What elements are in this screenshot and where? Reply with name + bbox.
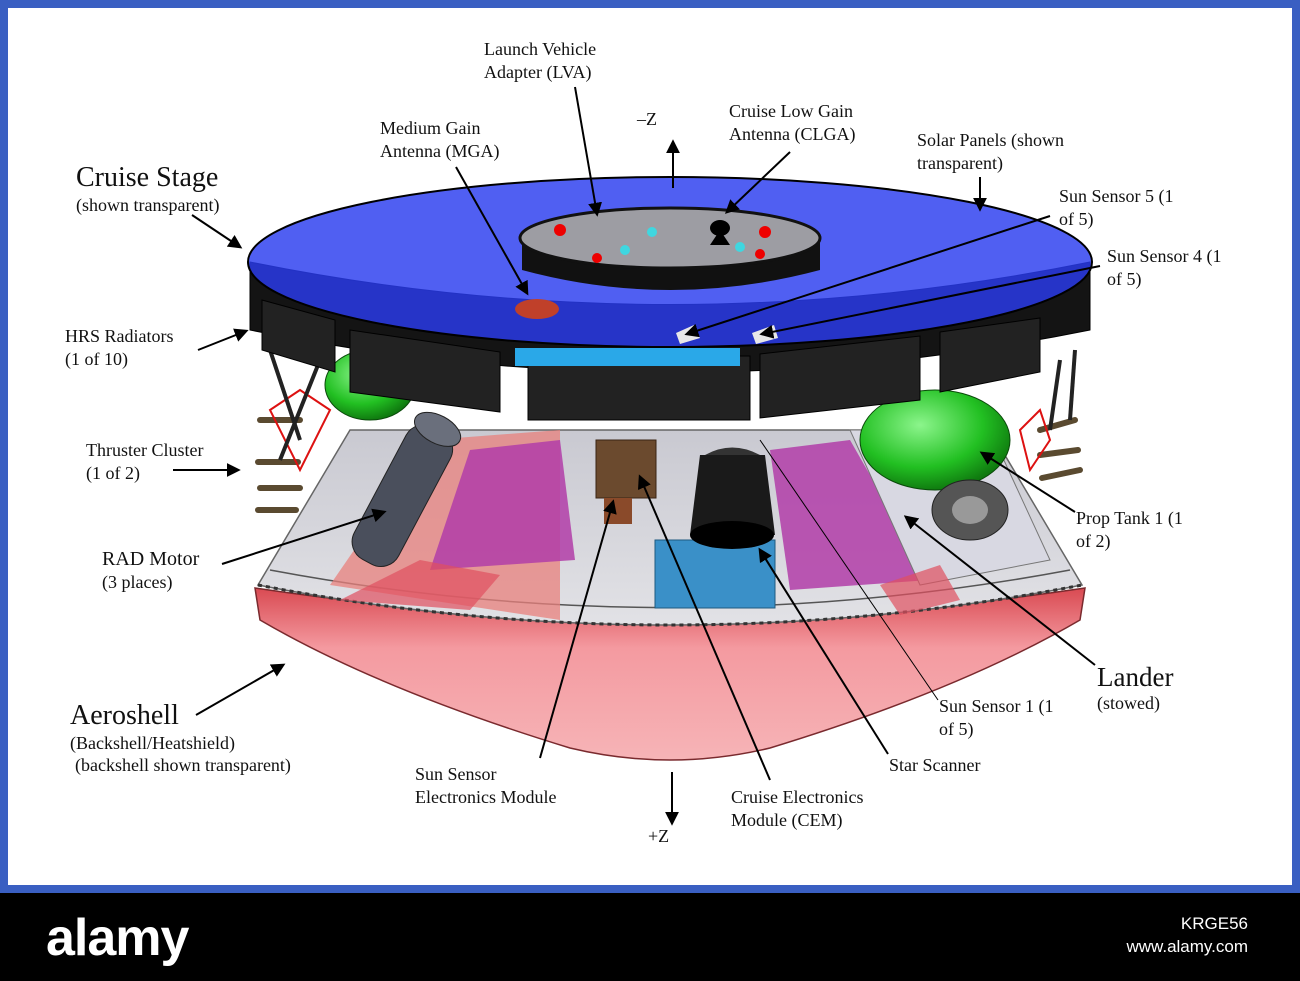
rad-motor bbox=[351, 411, 462, 567]
label-lander: Lander (stowed) bbox=[1097, 662, 1174, 713]
arrow-mga bbox=[455, 166, 529, 296]
label-thruster-cluster: Thruster Cluster(1 of 2) bbox=[86, 440, 204, 483]
arrow-hrs bbox=[197, 328, 249, 351]
lander-panel-magenta-left bbox=[430, 440, 575, 570]
hrs-radiator-panels bbox=[261, 299, 1041, 421]
arrow-lander bbox=[903, 515, 1096, 666]
blue-plate bbox=[654, 539, 776, 609]
label-aeroshell: Aeroshell (Backshell/Heatshield) (backsh… bbox=[70, 700, 291, 775]
lva-top bbox=[518, 206, 822, 270]
label-cruise-stage: Cruise Stage (shown transparent) bbox=[76, 162, 220, 215]
alamy-logo: alamy bbox=[46, 909, 189, 967]
label-plus-z: +Z bbox=[648, 826, 670, 846]
leader-sun1 bbox=[759, 439, 939, 701]
arrow-ssem bbox=[539, 499, 617, 759]
clga-antenna bbox=[710, 220, 730, 236]
stock-footer-bar bbox=[0, 893, 1300, 981]
image-id: KRGE56 bbox=[1180, 914, 1248, 933]
label-hrs-radiators: HRS Radiators(1 of 10) bbox=[65, 326, 174, 369]
thruster-cluster-left bbox=[255, 417, 303, 513]
arrow-cruise-stage bbox=[191, 214, 243, 249]
label-minus-z: –Z bbox=[637, 109, 657, 129]
arrow-clga bbox=[724, 151, 791, 214]
arrow-lva bbox=[574, 86, 602, 217]
cem-box bbox=[595, 439, 657, 499]
arrow-sun4 bbox=[759, 265, 1101, 339]
lander-panel-magenta-right bbox=[770, 440, 930, 590]
spacecraft-illustration bbox=[173, 86, 1101, 826]
arrow-rad bbox=[221, 508, 387, 565]
arrow-sun5 bbox=[684, 215, 1051, 338]
arrow-aeroshell bbox=[195, 663, 286, 716]
label-star-scanner: Star Scanner bbox=[889, 755, 981, 775]
deck-blue-strip bbox=[515, 348, 740, 366]
arrow-cem bbox=[637, 474, 771, 781]
mga-dish bbox=[515, 299, 559, 319]
arrow-prop bbox=[979, 451, 1076, 513]
label-rad-motor: RAD Motor(3 places) bbox=[102, 548, 200, 592]
arrow-star bbox=[758, 547, 889, 755]
site-url: www.alamy.com bbox=[1126, 937, 1248, 956]
prop-tank-right bbox=[859, 389, 1011, 491]
star-scanner bbox=[690, 447, 775, 549]
